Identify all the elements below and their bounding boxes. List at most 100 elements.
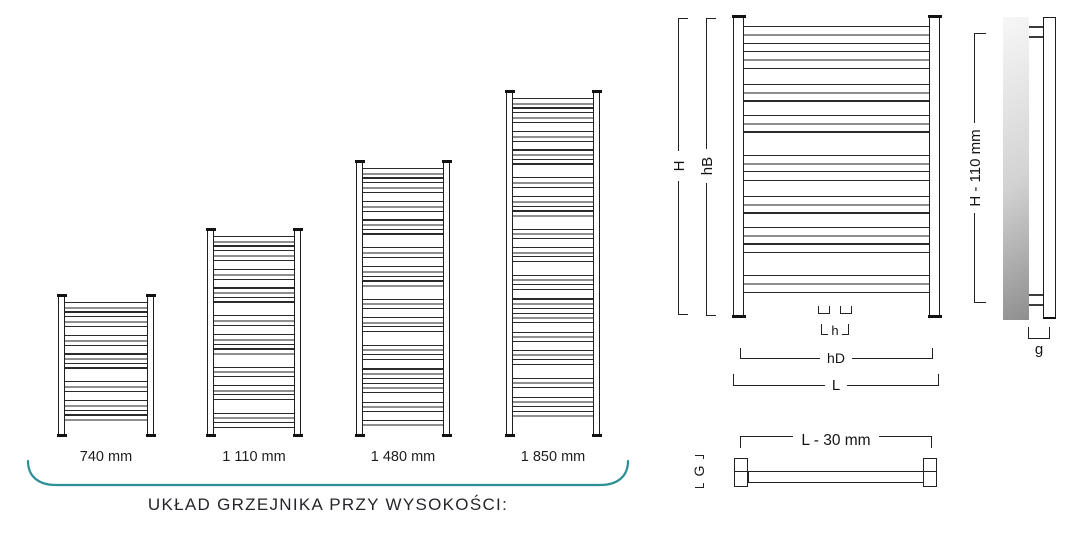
rung <box>214 366 294 368</box>
rung <box>744 195 929 198</box>
rung <box>363 308 443 310</box>
rung <box>513 233 593 236</box>
rung <box>513 317 593 320</box>
rung <box>513 349 593 351</box>
rung <box>744 83 929 86</box>
rung <box>214 376 294 378</box>
rung <box>65 381 147 383</box>
radiator-1850 <box>504 90 602 437</box>
rung <box>214 394 294 396</box>
rung <box>363 298 443 300</box>
rung <box>744 291 929 293</box>
rung <box>363 186 443 189</box>
rung <box>214 269 294 271</box>
collector-cap <box>441 434 452 437</box>
rung <box>363 411 443 413</box>
rung <box>65 306 147 309</box>
rung <box>363 182 443 184</box>
rung <box>744 212 929 214</box>
rung <box>363 275 443 277</box>
rung <box>214 319 294 322</box>
rung <box>744 114 929 116</box>
rung <box>214 426 294 428</box>
rung <box>65 325 147 327</box>
rung <box>744 34 929 37</box>
rung <box>744 100 929 102</box>
rung <box>744 42 929 44</box>
rung <box>214 384 294 387</box>
radiator-height-label: 1 480 mm <box>370 449 436 465</box>
rung <box>65 311 147 313</box>
rung <box>65 344 147 346</box>
rung <box>214 389 294 392</box>
rung <box>513 154 593 157</box>
rung <box>65 414 147 416</box>
rung <box>513 163 593 165</box>
collector-cap <box>205 434 216 437</box>
rung <box>744 131 929 133</box>
collector-cap <box>591 90 602 93</box>
rung <box>214 353 294 356</box>
rung <box>744 283 929 286</box>
rung <box>363 205 443 208</box>
rung <box>744 204 929 207</box>
dim-label-L: L <box>825 377 847 393</box>
collector-cap <box>292 228 303 231</box>
rung <box>513 256 593 258</box>
rung <box>214 292 294 295</box>
rung <box>214 250 294 252</box>
rung <box>513 205 593 207</box>
rung <box>363 172 443 175</box>
rung <box>363 330 443 333</box>
rung <box>513 336 593 339</box>
collector-cap <box>56 294 67 297</box>
dim-label-g: g <box>1031 341 1047 357</box>
rung <box>65 339 147 342</box>
rung <box>513 149 593 151</box>
rung <box>65 358 147 361</box>
rung <box>744 67 929 69</box>
collector-tube-left <box>207 230 214 435</box>
rung <box>513 228 593 230</box>
rung <box>513 284 593 286</box>
rung <box>513 186 593 188</box>
collector-cap <box>504 90 515 93</box>
rung <box>363 373 443 376</box>
rung <box>513 274 593 276</box>
radiator-1110 <box>205 228 303 437</box>
rung-area <box>214 236 294 429</box>
collector-cap <box>731 15 746 18</box>
rung <box>65 353 147 355</box>
rung <box>65 367 147 369</box>
rung <box>214 417 294 420</box>
collector-tube-right <box>593 92 600 435</box>
rung <box>363 191 443 193</box>
rung <box>513 246 593 249</box>
rung <box>363 303 443 306</box>
collector-tube-right <box>147 296 154 435</box>
rung <box>513 181 593 184</box>
collector-tube-right <box>443 162 450 435</box>
rung <box>363 177 443 179</box>
rung <box>513 401 593 404</box>
rung <box>513 98 593 100</box>
rung <box>65 316 147 318</box>
rung <box>513 312 593 314</box>
collector-cap <box>927 15 942 18</box>
rung <box>513 303 593 306</box>
rung <box>363 401 443 403</box>
collector-tube-left <box>506 92 513 435</box>
connection-stub-left <box>818 306 830 314</box>
collector-tube-left <box>356 162 363 435</box>
rung <box>214 287 294 289</box>
top-view-end-block-right <box>923 458 937 487</box>
dim-line-g <box>1028 327 1050 339</box>
collector-tube-left <box>58 296 65 435</box>
rung <box>363 247 443 249</box>
rung <box>363 266 443 268</box>
rung <box>363 233 443 235</box>
rung <box>744 123 929 126</box>
dim-label-G: G <box>687 459 711 483</box>
rung <box>363 326 443 328</box>
collector-cap <box>205 228 216 231</box>
